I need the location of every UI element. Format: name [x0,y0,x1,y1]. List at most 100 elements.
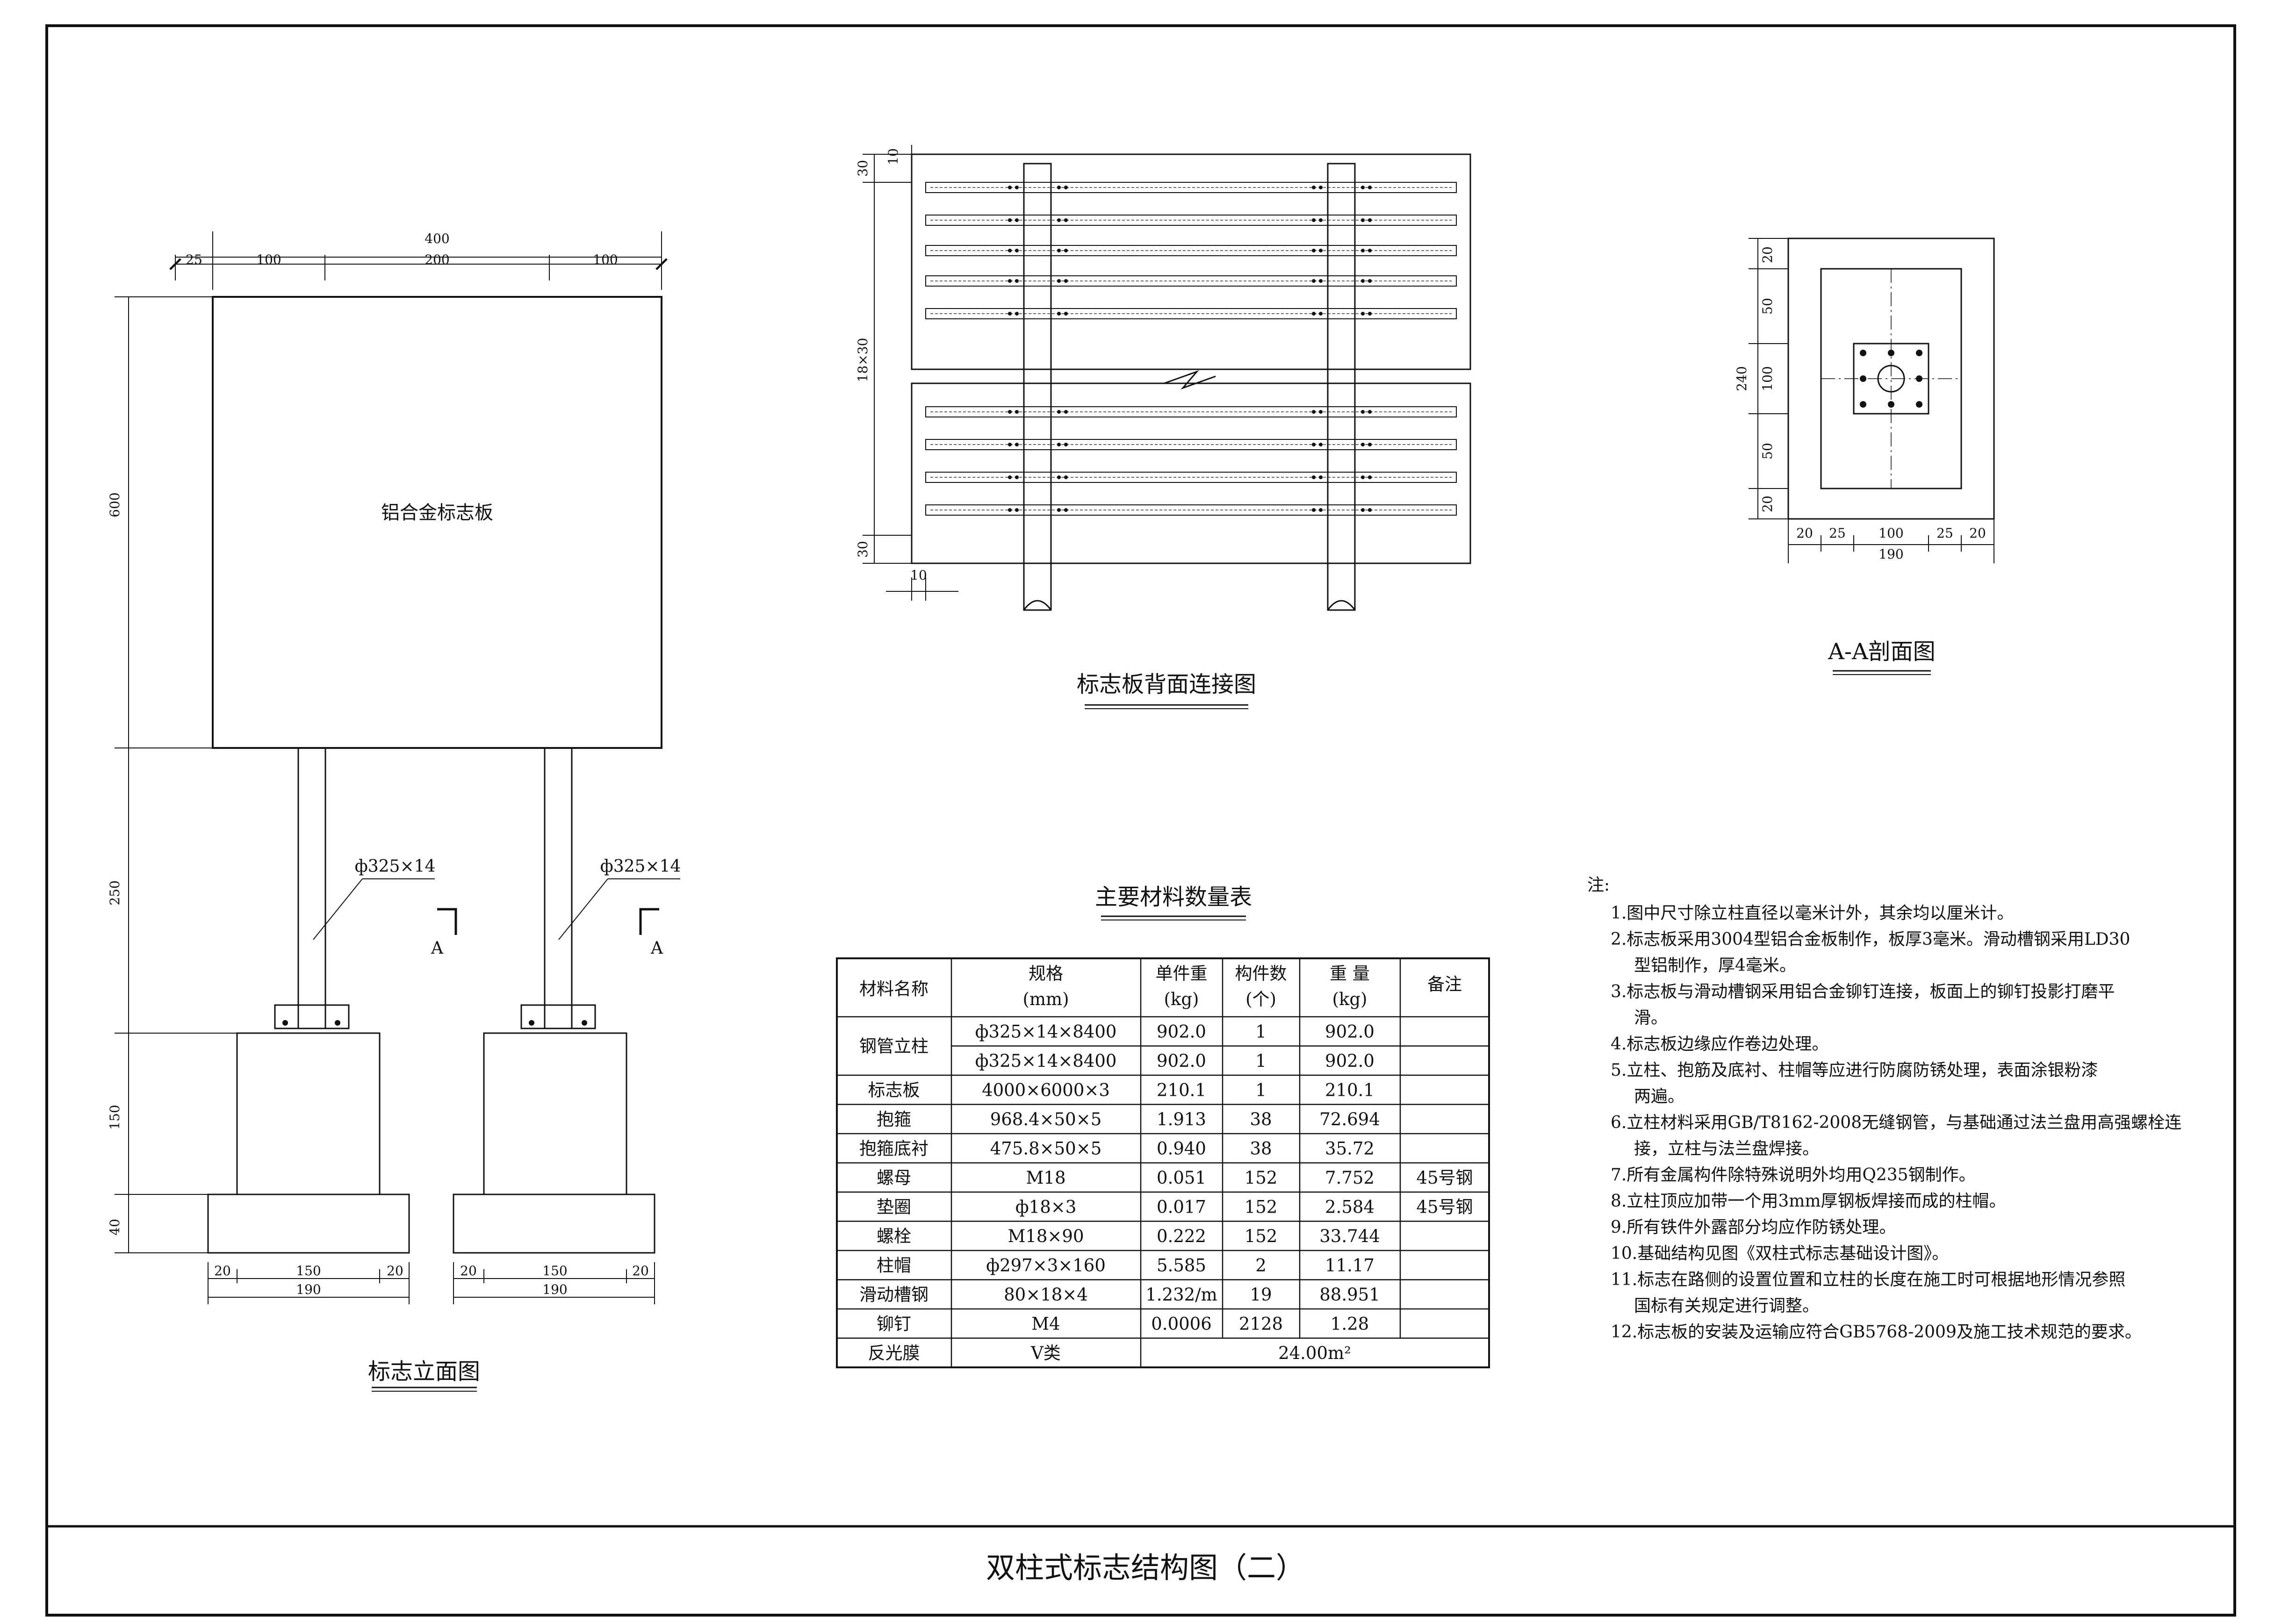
cell-name: 滑动槽钢 [859,1285,928,1305]
back-dim-30-top: 30 [855,160,871,177]
aa-bolts [1860,350,1922,408]
materials-title-underline [1101,915,1246,920]
section-aa-view [1749,237,1995,675]
cell-name: 钢管立柱 [859,1036,928,1056]
back-dim-10-top: 10 [885,148,901,165]
post-left [297,747,326,1029]
sheet-frame [45,24,2236,1617]
aa-dim-50a: 50 [1760,298,1775,315]
flange-bolts [282,1020,587,1026]
cell-unit_weight: 1.232/m [1145,1285,1217,1305]
cell-remark: 45号钢 [1416,1197,1473,1217]
cell-count: 2 [1255,1255,1267,1275]
note-line: 5.立柱、抱筋及底衬、柱帽等应进行防腐防锈处理，表面涂银粉漆 [1611,1061,2098,1080]
th-remark: 备注 [1427,974,1462,994]
cell-weight: 1.28 [1331,1314,1369,1334]
back-dim-10-bottom: 10 [910,568,927,583]
post-label-left: ф325×14 [355,857,436,876]
aa-dim-50b: 50 [1760,443,1775,460]
cell-name: 螺栓 [877,1226,911,1246]
cell-unit_weight: 210.1 [1157,1080,1206,1100]
cell-weight: 210.1 [1325,1080,1375,1100]
cell-unit_weight: 902.0 [1157,1021,1206,1042]
base-dim-right-c: 20 [632,1263,649,1279]
cell-name: 铆钉 [877,1314,911,1334]
cell-unit_weight: 1.913 [1157,1109,1206,1129]
back-dim-18x30: 18×30 [855,338,871,382]
base-dim-right-b: 150 [542,1263,567,1279]
cell-weight: 33.744 [1319,1226,1380,1246]
aa-post-hole [1877,365,1905,393]
note-line: 型铝制作，厚4毫米。 [1634,956,1796,975]
sign-panel [212,296,662,749]
th-name: 材料名称 [859,979,928,999]
note-line: 12.标志板的安装及运输应符合GB5768-2009及施工技术规范的要求。 [1611,1322,2142,1342]
cell-count: 2128 [1239,1314,1283,1334]
flange-left [274,1004,350,1029]
elevation-view [115,231,680,1392]
cell-spec: ф325×14×8400 [975,1021,1117,1042]
dim-top-200: 200 [425,252,449,267]
dim-top-25: 25 [186,252,202,267]
cell-count: 1 [1255,1021,1267,1042]
aa-bdim-25a: 25 [1829,525,1846,541]
cell-weight: 88.951 [1319,1285,1380,1305]
dim-top-400: 400 [425,231,449,246]
cell-weight: 11.17 [1325,1255,1375,1275]
cell-remark: 45号钢 [1416,1168,1473,1188]
cell-name: 反光膜 [868,1343,920,1363]
base-footing-left [207,1193,410,1254]
cell-count: 152 [1245,1168,1278,1188]
sheet-title: 双柱式标志结构图（二） [986,1551,1305,1585]
aa-dim-240: 240 [1734,366,1749,391]
aa-dim-20a: 20 [1760,246,1775,263]
note-line: 4.标志板边缘应作卷边处理。 [1611,1035,1828,1054]
aa-bdim-20b: 20 [1969,525,1986,541]
dim-top-100b: 100 [593,252,618,267]
note-line: 国标有关规定进行调整。 [1634,1296,1819,1315]
back-view-title: 标志板背面连接图 [1077,671,1256,697]
base-dim-left-total: 190 [296,1282,321,1297]
cell-name: 螺母 [877,1168,911,1188]
dim-side-40: 40 [107,1219,122,1236]
note-line: 9.所有铁件外露部分均应作防锈处理。 [1611,1218,1896,1237]
cell-count: 38 [1250,1109,1272,1129]
section-mark-right: A [650,939,663,958]
cell-count: 152 [1245,1197,1278,1217]
cell-spec: 4000×6000×3 [982,1080,1110,1100]
th-unit-weight: 单件重 [1156,963,1208,984]
note-line: 接，立柱与法兰盘焊接。 [1634,1139,1819,1158]
back-post-left [1023,163,1052,611]
cell-weight: 35.72 [1325,1138,1375,1158]
back-dim-30-bottom: 30 [855,541,871,558]
note-line: 两遍。 [1634,1087,1684,1106]
dim-top-100a: 100 [256,252,281,267]
base-dim-left-b: 150 [296,1263,321,1279]
note-line: 2.标志板采用3004型铝合金板制作，板厚3毫米。滑动槽钢采用LD30 [1611,930,2130,949]
dim-side-250: 250 [107,880,122,905]
th-count-unit: (个) [1245,989,1276,1009]
cell-spec: 80×18×4 [1004,1285,1088,1305]
cell-weight: 7.752 [1325,1168,1375,1188]
cell-count: 38 [1250,1138,1272,1158]
cell-name: 柱帽 [877,1255,911,1275]
note-line: 1.图中尺寸除立柱直径以毫米计外，其余均以厘米计。 [1611,904,2014,923]
cell-unit_weight: 0.940 [1157,1138,1206,1158]
break-symbol [1164,370,1216,390]
cell-spec: M4 [1031,1314,1060,1334]
back-view [863,145,1471,709]
th-unit-weight-unit: (kg) [1164,989,1199,1009]
section-aa-title: A-A剖面图 [1828,639,1936,665]
cell-unit_weight: 0.222 [1157,1226,1206,1246]
note-line: 8.立柱顶应加带一个用3mm厚钢板焊接而成的柱帽。 [1611,1192,2006,1211]
cell-merged: 24.00m² [1278,1343,1351,1363]
base-footing-right [453,1193,655,1254]
cell-count: 19 [1250,1285,1272,1305]
materials-header: 材料名称 规格 (mm) 单件重 (kg) 构件数 (个) 重 量 (kg) 备… [859,963,1462,1009]
notes-heading: 注: [1587,876,1610,895]
aa-outer [1787,237,1995,520]
note-line: 11.标志在路侧的设置位置和立柱的长度在施工时可根据地形情况参照 [1611,1270,2125,1289]
panel-label: 铝合金标志板 [381,502,493,524]
materials-title: 主要材料数量表 [1095,884,1252,910]
note-line: 7.所有金属构件除特殊说明外均用Q235钢制作。 [1611,1165,1976,1185]
